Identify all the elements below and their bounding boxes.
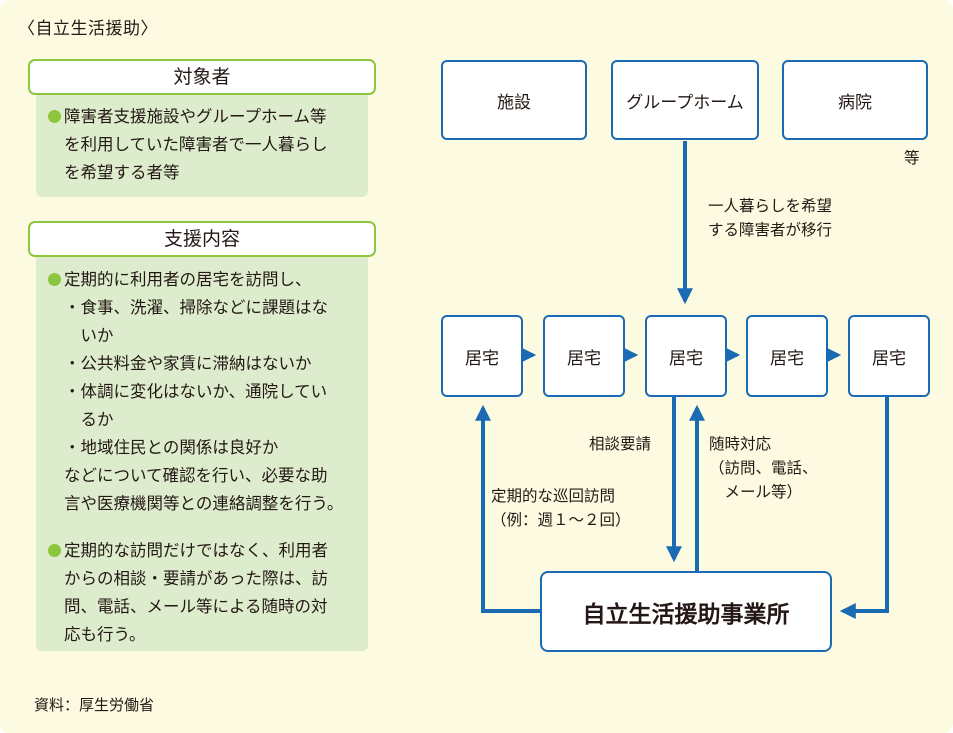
support-line: 問、電話、メール等による随時の対 <box>64 597 328 616</box>
support-line: ・地域住民との関係は良好か <box>64 438 279 457</box>
support-line: ・体調に変化はないか、通院してい <box>64 382 328 401</box>
patrol-label-line: 定期的な巡回訪問 <box>491 487 616 505</box>
hospital-box: 病院 <box>782 60 928 140</box>
support-line: いか <box>64 326 114 345</box>
facilities-suffix: 等 <box>904 149 920 167</box>
support-line: るか <box>64 410 114 429</box>
source-note: 資料：厚生労働省 <box>34 696 155 714</box>
support-line: ・食事、洗濯、掃除などに課題はな <box>64 298 328 317</box>
home-box-center: 居宅 <box>645 315 727 397</box>
target-line: を利用していた障害者で一人暮らし <box>64 135 328 154</box>
support-text-1: 定期的に利用者の居宅を訪問し、 ・食事、洗濯、掃除などに課題はな いか ・公共料… <box>48 266 343 518</box>
support-line: 定期的な訪問だけではなく、利用者 <box>64 541 328 560</box>
home-box: 居宅 <box>441 315 523 397</box>
grouphome-box: グループホーム <box>611 60 759 140</box>
support-line: 言や医療機関等との連絡調整を行う。 <box>64 494 344 513</box>
home-box: 居宅 <box>848 315 930 397</box>
facility-box: 施設 <box>441 60 587 140</box>
support-panel <box>36 255 368 651</box>
move-label-line: する障害者が移行 <box>708 221 833 239</box>
move-label: 一人暮らしを希望 する障害者が移行 <box>708 194 832 242</box>
support-line: などについて確認を行い、必要な助 <box>64 466 328 485</box>
target-line: 障害者支援施設やグループホーム等 <box>64 107 327 126</box>
home-box: 居宅 <box>543 315 625 397</box>
consult-label: 相談要請 <box>589 435 652 453</box>
target-line: を希望する者等 <box>64 163 180 182</box>
target-text: 障害者支援施設やグループホーム等 を利用していた障害者で一人暮らし を希望する者… <box>48 103 328 187</box>
right-home-arrow <box>839 397 889 619</box>
bullet-icon <box>48 110 61 123</box>
patrol-label-line: （例：週１～２回） <box>491 511 631 529</box>
anytime-label-line: メール等） <box>709 483 803 501</box>
anytime-label-line: （訪問、電話、 <box>709 459 818 477</box>
move-label-line: 一人暮らしを希望 <box>708 197 833 215</box>
bullet-icon <box>48 273 61 286</box>
support-line: ・公共料金や家賃に滞納はないか <box>64 354 312 373</box>
support-line: 応も行う。 <box>64 625 146 644</box>
support-title: 支援内容 <box>28 221 376 257</box>
office-box: 自立生活援助事業所 <box>540 571 832 652</box>
support-text-2: 定期的な訪問だけではなく、利用者 からの相談・要請があった際は、訪 問、電話、メ… <box>48 537 328 649</box>
home-box: 居宅 <box>746 315 828 397</box>
support-line: 定期的に利用者の居宅を訪問し、 <box>64 270 312 289</box>
target-panel <box>36 93 368 197</box>
anytime-label: 随時対応 （訪問、電話、 メール等） <box>709 432 818 504</box>
bullet-icon <box>48 544 61 557</box>
header: 〈自立生活援助〉 <box>18 19 158 39</box>
target-title: 対象者 <box>28 59 376 95</box>
support-line: からの相談・要請があった際は、訪 <box>64 569 328 588</box>
patrol-arrow <box>475 404 540 613</box>
anytime-label-line: 随時対応 <box>709 435 772 453</box>
patrol-label: 定期的な巡回訪問 （例：週１～２回） <box>491 484 631 532</box>
